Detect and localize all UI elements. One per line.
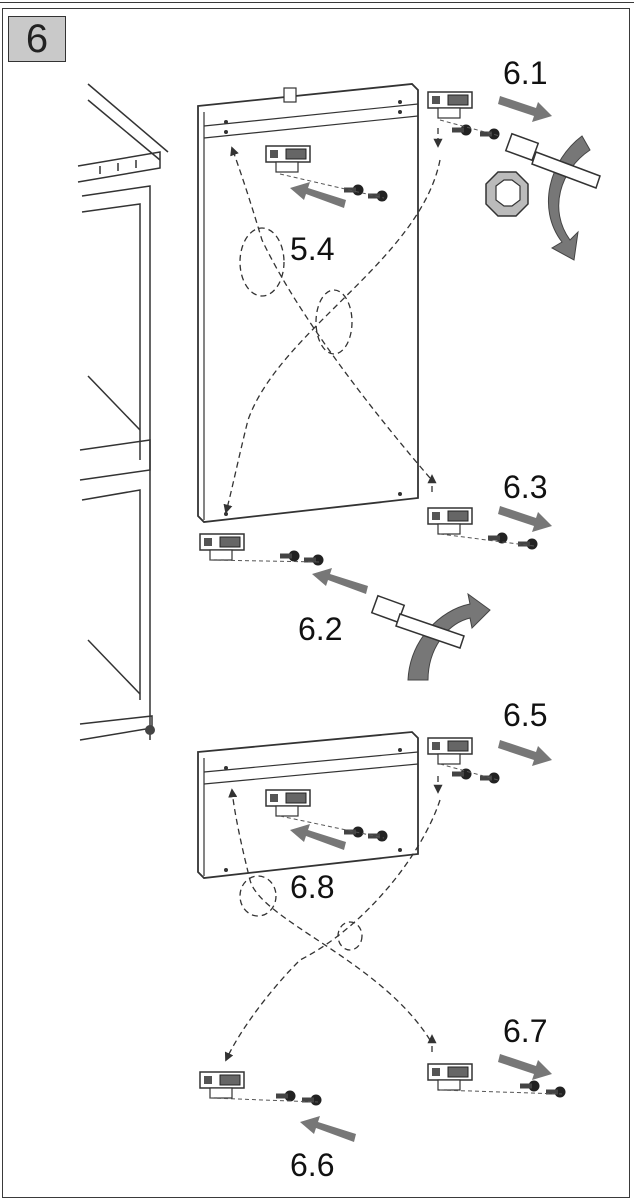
figure-frame [2,8,630,1198]
label-6-7: 6.7 [503,1013,547,1049]
label-6-8: 6.8 [290,869,334,905]
screwdriver-bottom [370,594,465,649]
rotate-arrow-top-right [548,135,591,261]
screwdriver-top [504,132,601,189]
arrow-6-7 [498,1054,552,1080]
label-6-6: 6.6 [290,1147,334,1183]
hinge-bottom-left-lower [199,1071,245,1099]
arrow-6-3 [498,506,552,532]
hinge-bottom-right-upper [427,507,473,535]
hinge-top-right-upper [427,91,473,119]
rotate-arrow-bottom [407,592,491,681]
label-5-4: 5.4 [290,231,334,267]
cabinet-outline [77,83,169,741]
swap-paths-upper [223,128,443,514]
step-number-badge: 6 [8,16,66,62]
arrow-6-5 [498,740,552,766]
hinge-top-right-lower [427,737,473,765]
arrow-6-2 [312,568,368,594]
hinge-bottom-left-upper [199,533,245,561]
label-6-2: 6.2 [298,611,342,647]
direction-arrows [290,96,552,1142]
label-6-3: 6.3 [503,469,547,505]
top-rule [0,2,634,3]
hex-nut-icon [485,171,529,217]
screw-guides [209,119,563,1103]
hinge-bottom-right-lower [427,1063,473,1091]
label-6-5: 6.5 [503,697,547,733]
swap-paths-lower [224,776,443,1062]
label-6-1: 6.1 [503,55,547,91]
arrow-5-4 [290,182,346,208]
arrow-6-8 [290,824,346,850]
arrow-6-1 [498,96,552,122]
arrow-6-6 [300,1116,356,1142]
